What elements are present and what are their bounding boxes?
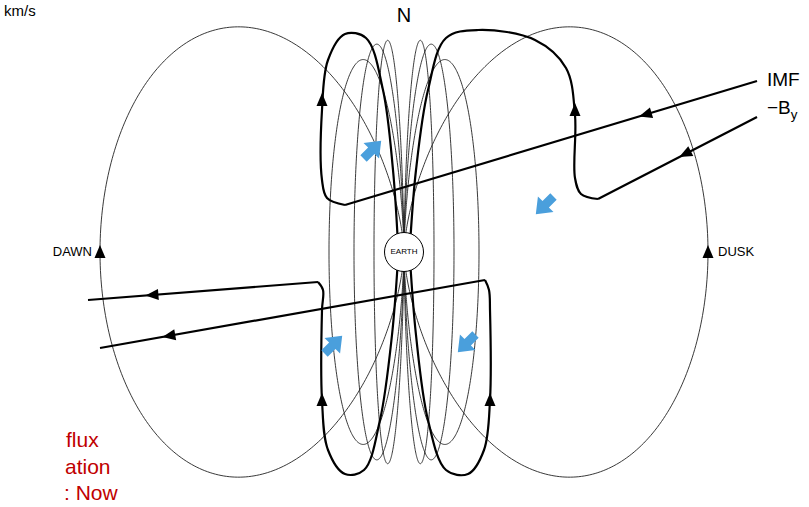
imf-line: [100, 280, 485, 348]
flow-arrow: [317, 328, 350, 361]
pole-label: N: [397, 4, 411, 26]
unit-label: km/s: [4, 3, 36, 20]
reconnected-field-lines: [88, 30, 757, 475]
note-text: ation: [65, 455, 111, 478]
field-arrowhead: [317, 393, 328, 406]
field-arrowhead: [145, 289, 159, 301]
dusk-label: DUSK: [718, 245, 754, 259]
note-text: : Now: [64, 481, 118, 504]
imf-line: [88, 282, 318, 300]
field-line: [405, 27, 708, 477]
imf-line: [345, 81, 757, 205]
imf-label: IMF: [767, 70, 800, 91]
dipole-field-lines: [100, 27, 708, 477]
field-line: [100, 27, 403, 477]
field-arrowhead: [703, 245, 714, 258]
field-arrowhead: [161, 329, 176, 342]
dawn-label: DAWN: [53, 245, 92, 259]
field-arrowhead: [570, 103, 581, 116]
note-text: flux: [66, 428, 99, 451]
flow-arrow: [356, 133, 389, 166]
earth-label: EARTH: [391, 248, 418, 256]
reconnected-loop: [318, 259, 398, 475]
earth-circle: EARTH: [384, 232, 424, 272]
by-label: −By: [767, 98, 797, 122]
flow-arrows: [317, 133, 562, 361]
field-arrowhead: [485, 393, 496, 406]
field-direction-arrows: [95, 93, 714, 406]
reconnected-loop: [321, 33, 398, 245]
imf-line: [598, 117, 757, 199]
field-arrowhead: [95, 245, 106, 258]
flow-arrow: [528, 189, 561, 222]
field-arrowhead: [677, 146, 694, 162]
field-arrowhead: [637, 107, 653, 121]
flow-arrow: [450, 327, 483, 360]
field-arrowhead: [317, 93, 328, 106]
